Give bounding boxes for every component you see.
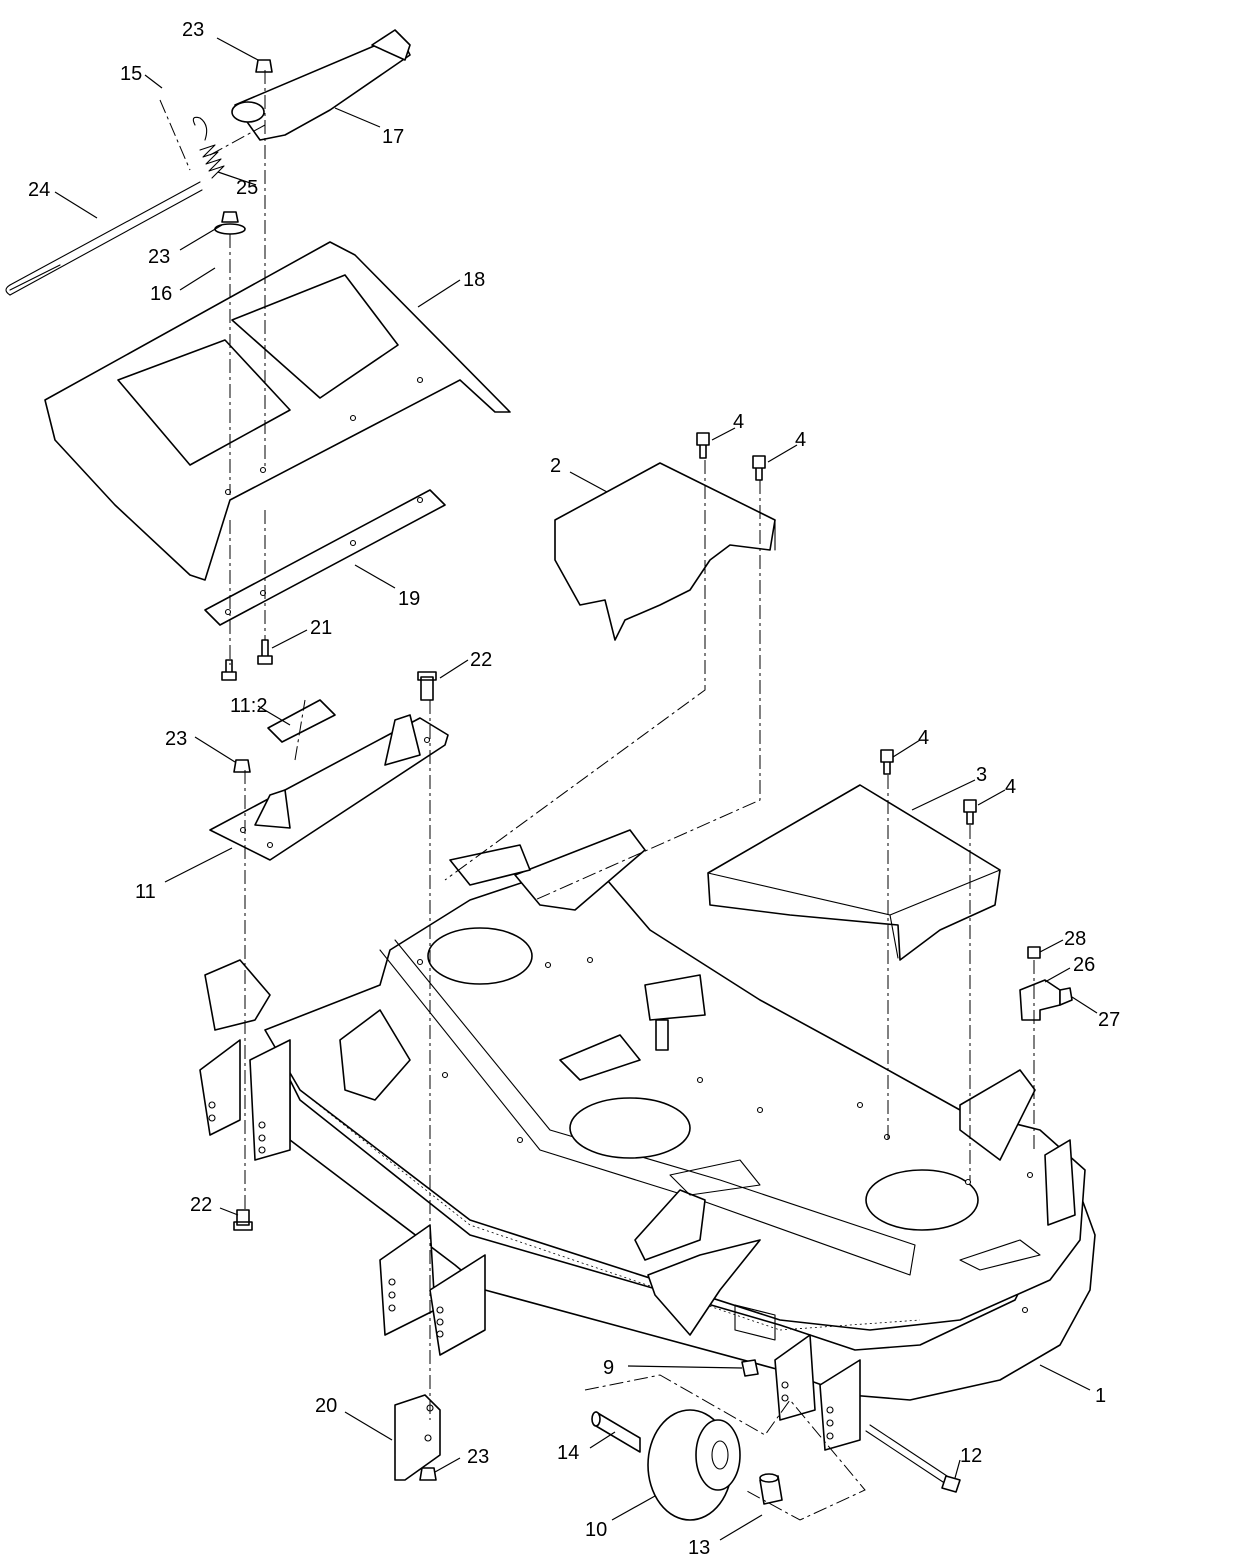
callout-4-d: 4 — [1005, 776, 1016, 798]
callout-10: 10 — [585, 1519, 607, 1541]
bolt-21-b — [257, 639, 273, 665]
rod-24 — [5, 181, 203, 296]
nut-23-lever — [255, 59, 273, 73]
callout-15: 15 — [120, 63, 142, 85]
callout-4-c: 4 — [918, 727, 929, 749]
callout-18: 18 — [463, 269, 485, 291]
nut-9 — [741, 1359, 759, 1377]
callout-2: 2 — [550, 455, 561, 477]
bolt-12 — [865, 1424, 961, 1493]
bolt-21-a — [221, 659, 237, 681]
fitting-26 — [1019, 979, 1073, 1021]
spacer-14 — [591, 1411, 641, 1453]
callout-11-2: 11:2 — [230, 695, 267, 717]
bolt-4-b — [752, 455, 766, 481]
mower-deck-housing — [199, 829, 1096, 1451]
nut-23-top — [221, 211, 239, 223]
callout-labels: 23 15 17 25 24 23 16 18 19 21 22 11:2 23… — [28, 19, 1120, 1559]
callout-leaders — [54, 37, 1098, 1541]
bolt-22-bottom — [233, 1209, 253, 1231]
callout-23-washer: 23 — [148, 246, 170, 268]
callout-27: 27 — [1098, 1009, 1120, 1031]
callout-11: 11 — [135, 881, 156, 903]
bolt-4-d — [963, 799, 977, 825]
callout-23-plate: 23 — [165, 728, 187, 750]
spring-25 — [192, 116, 225, 179]
nut-23-bottom — [419, 1467, 437, 1481]
belt-cover-right — [707, 784, 1001, 961]
callout-23-bottom: 23 — [467, 1446, 489, 1468]
bracket-20 — [394, 1394, 441, 1481]
foot-rest-18 — [44, 241, 511, 581]
callout-9: 9 — [603, 1357, 614, 1379]
gauge-wheel-10 — [647, 1409, 741, 1521]
lever-17 — [231, 29, 411, 141]
callout-12: 12 — [960, 1445, 982, 1467]
hinge-plate-11 — [209, 714, 449, 861]
callout-4-b: 4 — [795, 429, 806, 451]
callout-20: 20 — [315, 1395, 337, 1417]
callout-28: 28 — [1064, 928, 1086, 950]
callout-22-top: 22 — [470, 649, 492, 671]
bolt-4-c — [880, 749, 894, 775]
callout-25: 25 — [236, 177, 258, 199]
callout-17: 17 — [382, 126, 404, 148]
belt-cover-left — [554, 462, 776, 641]
callout-23-lever: 23 — [182, 19, 204, 41]
washer-16 — [214, 223, 246, 235]
callout-4-a: 4 — [733, 411, 744, 433]
bolt-22-top — [417, 671, 437, 701]
callout-13: 13 — [688, 1537, 710, 1559]
nut-23-plate — [233, 759, 251, 773]
callout-3: 3 — [976, 764, 987, 786]
callout-26: 26 — [1073, 954, 1095, 976]
callout-21: 21 — [310, 617, 332, 639]
decal-11-2 — [267, 699, 336, 743]
callout-22-bottom: 22 — [190, 1194, 212, 1216]
callout-24: 24 — [28, 179, 50, 201]
callout-14: 14 — [557, 1442, 579, 1464]
callout-1: 1 — [1095, 1385, 1106, 1407]
bushing-13 — [759, 1473, 783, 1505]
callout-19: 19 — [398, 588, 420, 610]
nut-28 — [1027, 946, 1041, 959]
callout-16: 16 — [150, 283, 172, 305]
bolt-4-a — [696, 432, 710, 459]
assembly-lines — [159, 70, 1035, 1521]
